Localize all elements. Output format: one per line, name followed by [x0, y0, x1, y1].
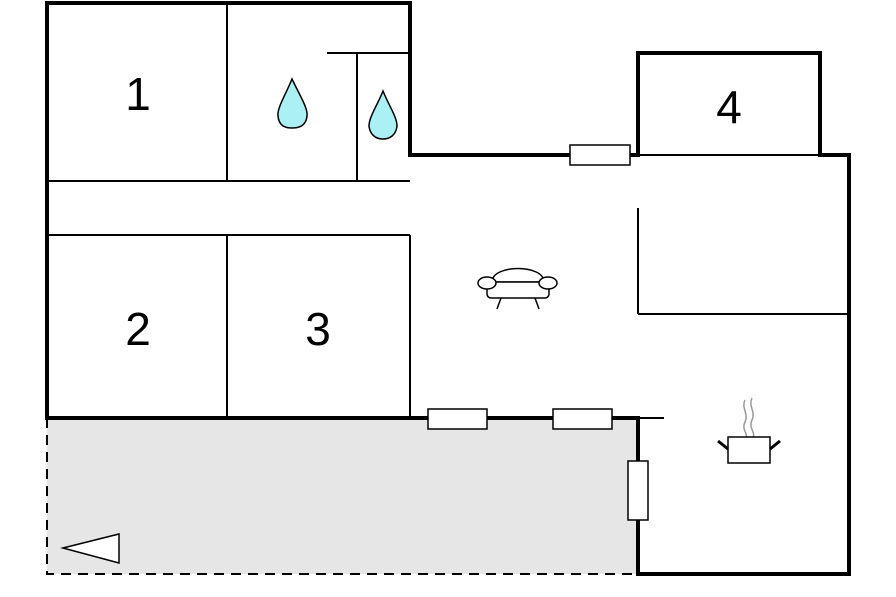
- terrace: [46, 418, 638, 575]
- room-label-1: 1: [125, 68, 151, 120]
- window: [627, 460, 649, 521]
- water-drop-icon: [277, 77, 308, 129]
- window: [427, 408, 488, 430]
- interior-walls: [47, 3, 849, 419]
- window: [552, 408, 613, 430]
- entrance-arrow-icon: [60, 533, 120, 564]
- room-label-3: 3: [305, 303, 331, 355]
- window: [569, 144, 631, 166]
- room-label-4: 4: [716, 81, 742, 133]
- water-drop-icon: [368, 88, 398, 140]
- cooking-pot-icon: [717, 397, 781, 464]
- room-label-2: 2: [125, 303, 151, 355]
- windows: [427, 144, 649, 521]
- sofa-icon: [477, 267, 558, 310]
